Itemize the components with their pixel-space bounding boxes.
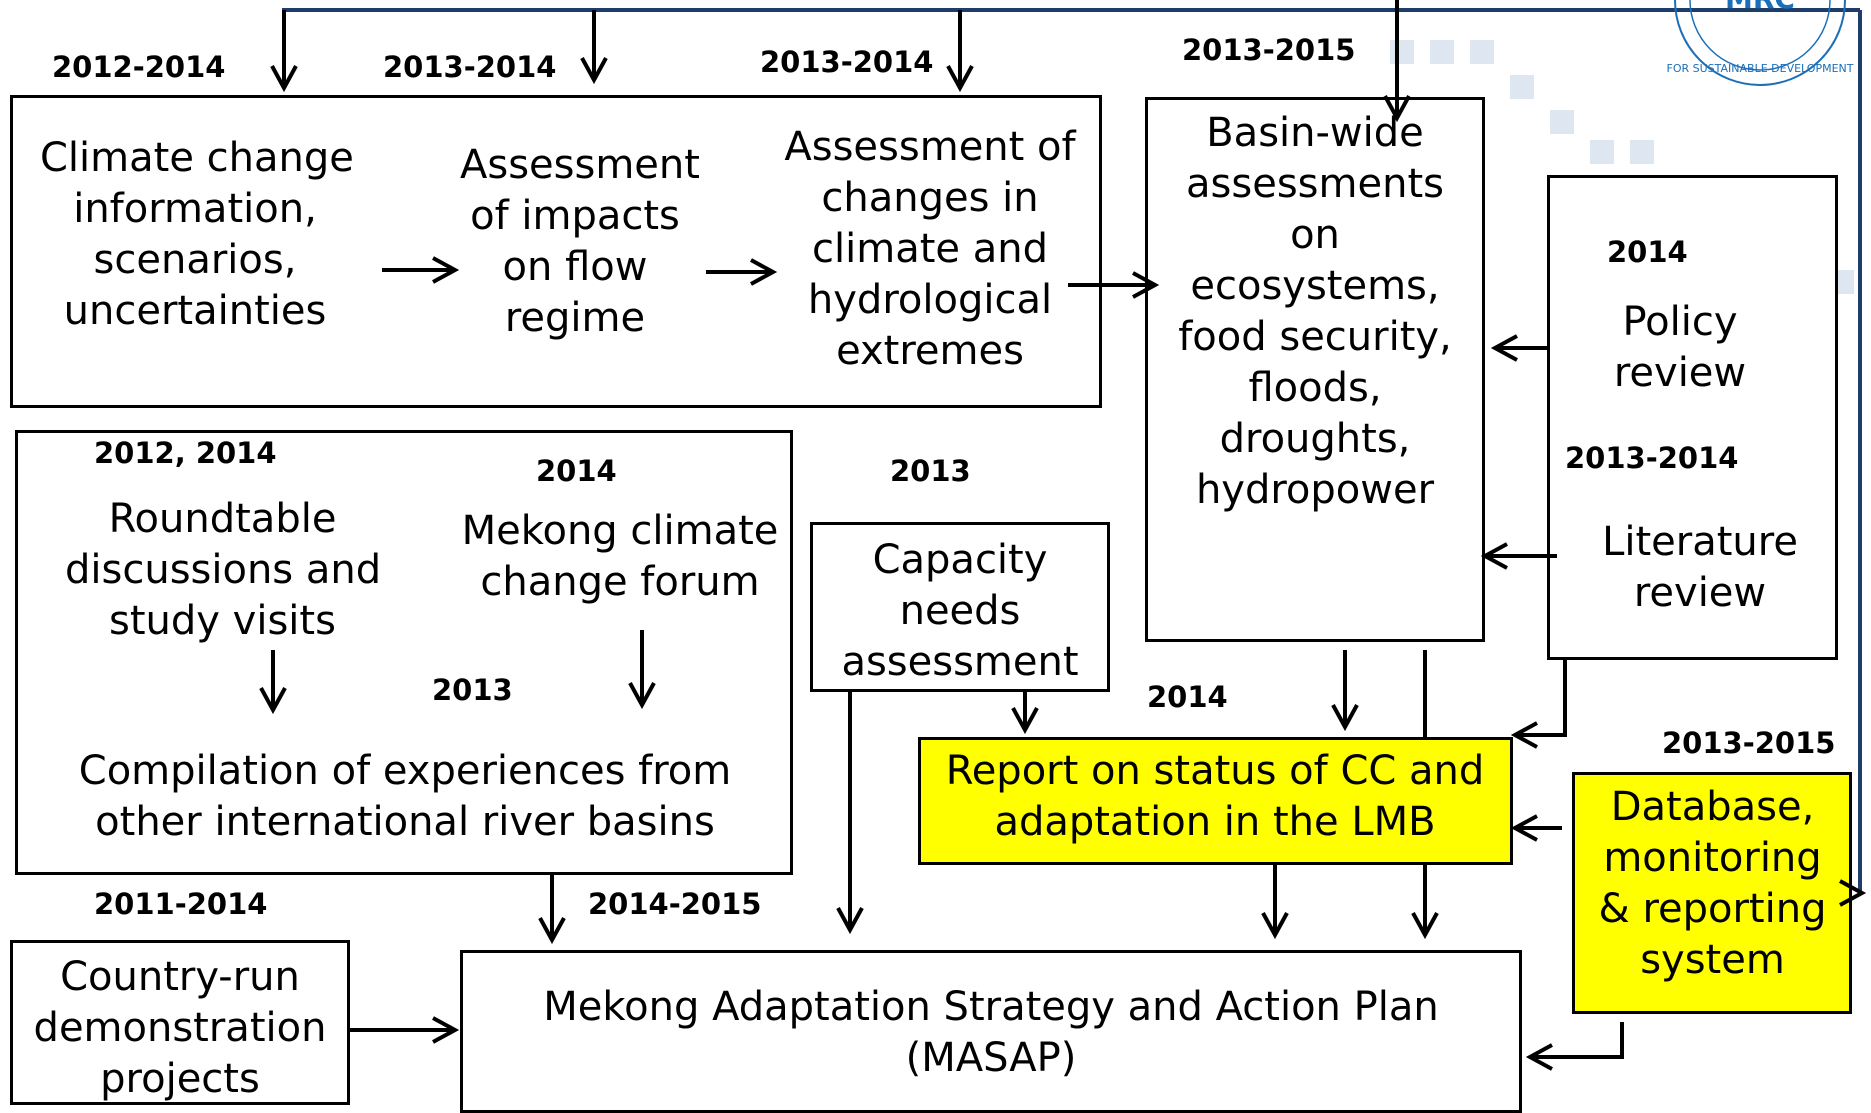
year-masap: 2014-2015 [588, 887, 762, 921]
background-decoration [1390, 40, 1414, 64]
year-climate-info: 2012-2014 [52, 50, 226, 84]
box-reviews [1547, 175, 1838, 660]
year-country-run: 2011-2014 [94, 887, 268, 921]
background-decoration [1430, 40, 1454, 64]
logo-tagline: FOR SUSTAINABLE DEVELOPMENT [1667, 62, 1854, 75]
background-decoration [1470, 40, 1494, 64]
background-decoration [1590, 140, 1614, 164]
year-literature-review: 2013-2014 [1565, 441, 1739, 475]
background-decoration [1630, 140, 1654, 164]
year-basin-wide: 2013-2015 [1182, 33, 1356, 67]
box-masap [460, 950, 1522, 1113]
year-capacity: 2013 [890, 454, 971, 488]
mrc-logo: MRC FOR SUSTAINABLE DEVELOPMENT [1660, 0, 1860, 90]
background-decoration [1550, 110, 1574, 134]
text-masap: Mekong Adaptation Strategy and Action Pl… [543, 984, 1439, 1081]
year-compilation: 2013 [432, 673, 513, 707]
top-feed-line [282, 8, 1862, 893]
box-status-report [918, 737, 1513, 865]
box-knowledge-sharing-group [15, 430, 793, 875]
background-decoration [1510, 75, 1534, 99]
year-forum: 2014 [536, 454, 617, 488]
box-climate-assessment-group [10, 95, 1102, 408]
logo-text: MRC [1725, 0, 1795, 15]
box-capacity-needs [810, 522, 1110, 692]
year-roundtable: 2012, 2014 [94, 436, 277, 470]
box-country-run-projects [10, 940, 350, 1105]
year-changes-extremes: 2013-2014 [760, 45, 934, 79]
year-database: 2013-2015 [1662, 726, 1836, 760]
box-database-system [1572, 772, 1852, 1014]
year-policy-review: 2014 [1607, 235, 1688, 269]
year-report: 2014 [1147, 680, 1228, 714]
year-impacts-flow: 2013-2014 [383, 50, 557, 84]
box-basin-wide-assessments [1145, 97, 1485, 642]
